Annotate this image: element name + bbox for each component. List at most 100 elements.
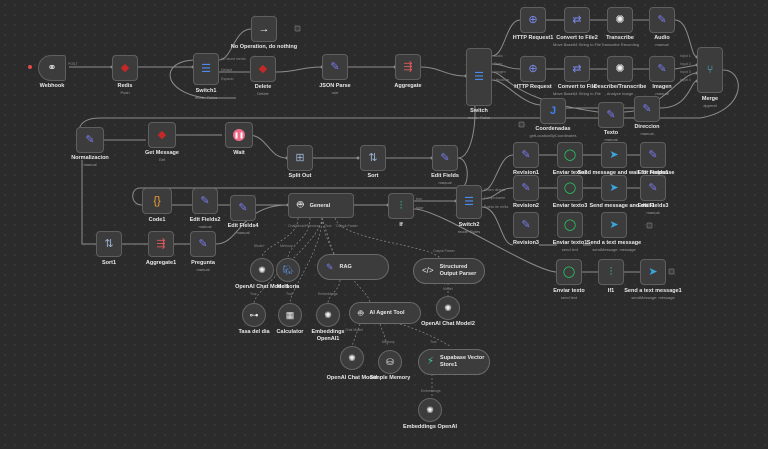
simple-memory-node[interactable]: ⛁ — [378, 350, 402, 374]
edit-fields-node[interactable]: ✎ — [432, 145, 458, 171]
delete-node[interactable]: ◆ — [250, 56, 276, 82]
structured-output-node[interactable]: </> Structured Output Parser — [413, 258, 485, 284]
pen-icon: ✎ — [440, 151, 450, 164]
http-request-label: HTTP Request — [514, 84, 552, 90]
openai-icon: ✺ — [615, 62, 625, 75]
pen-icon: ✎ — [648, 181, 658, 194]
openai-chat-model1-label: OpenAI Chat Model1 — [235, 284, 289, 290]
texto-node[interactable]: ✎ — [598, 102, 624, 128]
revision2-node[interactable]: ✎ — [513, 175, 539, 201]
aggregate-node[interactable]: ⇶ — [395, 54, 421, 80]
pregunta-node[interactable]: ✎ — [190, 231, 216, 257]
switch1-port-2: Default — [221, 68, 233, 72]
revision1-node[interactable]: ✎ — [513, 142, 539, 168]
switch2-label: Switch2 — [458, 222, 480, 228]
ai-agent-tool-node[interactable]: 🤖︎ AI Agent Tool — [349, 302, 421, 324]
port-label-output-parser: Output Parser — [433, 249, 455, 253]
embeddings-openai-node[interactable]: ✺ — [418, 398, 442, 422]
send-text-node[interactable]: ➤ — [601, 212, 627, 238]
if-icon: ⫶ — [399, 199, 403, 212]
edit-fields4-label: Edit Fields4 — [227, 223, 259, 229]
aggregate1-node[interactable]: ⇶ — [148, 231, 174, 257]
send-text1-node[interactable]: ➤ — [640, 259, 666, 285]
redis-icon: ◆ — [157, 128, 167, 141]
if1-node[interactable]: ⫶ — [598, 259, 624, 285]
whatsapp-icon: ◯ — [563, 181, 577, 194]
sort1-node[interactable]: ⇅ — [96, 231, 122, 257]
port-label-memory-2: Memory — [382, 340, 395, 344]
edit-fields-label: Edit Fields — [431, 173, 459, 179]
switch2-sub: mode: Rules — [457, 229, 481, 234]
switch2-port-3: Boleta de venta — [484, 205, 509, 209]
merge-node[interactable]: ⑂ — [697, 47, 723, 93]
tasa-del-dia-node[interactable]: ⊶ — [242, 303, 266, 327]
port-label-chat-model-2: Chat Model — [345, 328, 363, 332]
revision3-node[interactable]: ✎ — [513, 212, 539, 238]
get-message-node[interactable]: ◆ — [148, 122, 176, 148]
normalizacion-node[interactable]: ✎ — [76, 127, 104, 153]
openai-chat-model1-node[interactable]: ✺ — [250, 258, 274, 282]
edit-fields3-sub: manual — [646, 210, 660, 215]
memoria-node[interactable]: 🐘︎ — [276, 258, 300, 282]
enviar-texto-node[interactable]: ◯ — [556, 259, 582, 285]
sort-node[interactable]: ⇅ — [360, 145, 386, 171]
general-port-tool: Tool — [325, 224, 332, 228]
split-out-node[interactable]: ⊞ — [287, 145, 313, 171]
http-request1-label: HTTP Request1 — [512, 35, 554, 41]
audio-node[interactable]: ✎ — [649, 7, 675, 33]
globe-icon: ⊕ — [528, 62, 538, 75]
if-node[interactable]: ⫶ — [388, 193, 414, 219]
http-request-node[interactable]: ⊕ — [520, 56, 546, 82]
json-parse-node[interactable]: ✎ — [322, 54, 348, 80]
enviar-texto1-sub: send text — [561, 247, 579, 252]
calculator-node[interactable]: ▦ — [278, 303, 302, 327]
convert-to-file-node[interactable]: ⇄ — [564, 56, 590, 82]
enviar-texto2-node[interactable]: ◯ — [557, 142, 583, 168]
send-wait-node[interactable]: ➤ — [601, 142, 627, 168]
http-request1-node[interactable]: ⊕ — [520, 7, 546, 33]
general-agent-node[interactable]: 🤖︎ General — [288, 193, 354, 218]
whatsapp-icon: ◯ — [563, 148, 577, 161]
switch2-node[interactable]: ☰ — [456, 185, 482, 219]
edit-fields3-node[interactable]: ✎ — [640, 175, 666, 201]
revision2-label: Revision2 — [513, 203, 539, 209]
switch-port-1: Audio — [494, 54, 503, 58]
coordenadas-node[interactable]: J — [540, 98, 566, 124]
network-icon: ⊶ — [249, 309, 259, 320]
enviar-texto2-label: Enviar texto2 — [552, 170, 588, 176]
edit-fields4-node[interactable]: ✎ — [230, 195, 256, 221]
pen-icon: ✎ — [606, 108, 616, 121]
switch-port-4: Ubicacion — [494, 78, 510, 82]
switch2-port-2: Comprobante — [484, 196, 506, 200]
webhook-label: Webhook — [39, 83, 65, 89]
code1-node[interactable]: {} — [142, 188, 172, 214]
direccion-node[interactable]: ✎ — [634, 96, 660, 122]
structured-output-label: Structured Output Parser — [439, 264, 477, 277]
if-icon: ⫶ — [609, 265, 613, 278]
edit-fields2-node[interactable]: ✎ — [192, 188, 218, 214]
switch1-node[interactable]: ☰ — [193, 53, 219, 85]
redis-label: Redis — [117, 83, 133, 89]
imagen-node[interactable]: ✎ — [649, 56, 675, 82]
noop-node[interactable]: → — [251, 16, 277, 42]
rag-node[interactable]: ✎ RAG — [317, 254, 389, 280]
send-wait1-node[interactable]: ➤ — [601, 175, 627, 201]
pen-icon: ✎ — [330, 60, 340, 73]
supabase-node[interactable]: ⚡︎ Supabase Vector Store1 — [418, 349, 490, 375]
pen-icon: ✎ — [521, 218, 531, 231]
merge-port-1: Input 1 — [680, 54, 691, 58]
transcribe-node[interactable]: ✺ — [607, 7, 633, 33]
edit-fields1-node[interactable]: ✎ — [640, 142, 666, 168]
switch-node[interactable]: ☰ — [466, 48, 492, 106]
webhook-node[interactable]: ⚭ — [38, 55, 66, 81]
convert-to-file2-node[interactable]: ⇄ — [564, 7, 590, 33]
openai-chat-model-node[interactable]: ✺ — [340, 346, 364, 370]
embeddings-openai1-node[interactable]: ✺ — [316, 303, 340, 327]
describe-node[interactable]: ✺ — [607, 56, 633, 82]
wait-node[interactable]: ❚❚ — [225, 122, 253, 148]
openai-chat-model2-node[interactable]: ✺ — [436, 296, 460, 320]
enviar-texto1-node[interactable]: ◯ — [557, 212, 583, 238]
enviar-texto3-node[interactable]: ◯ — [557, 175, 583, 201]
redis-node[interactable]: ◆ — [112, 55, 138, 81]
sort-icon: ⇅ — [368, 151, 378, 164]
